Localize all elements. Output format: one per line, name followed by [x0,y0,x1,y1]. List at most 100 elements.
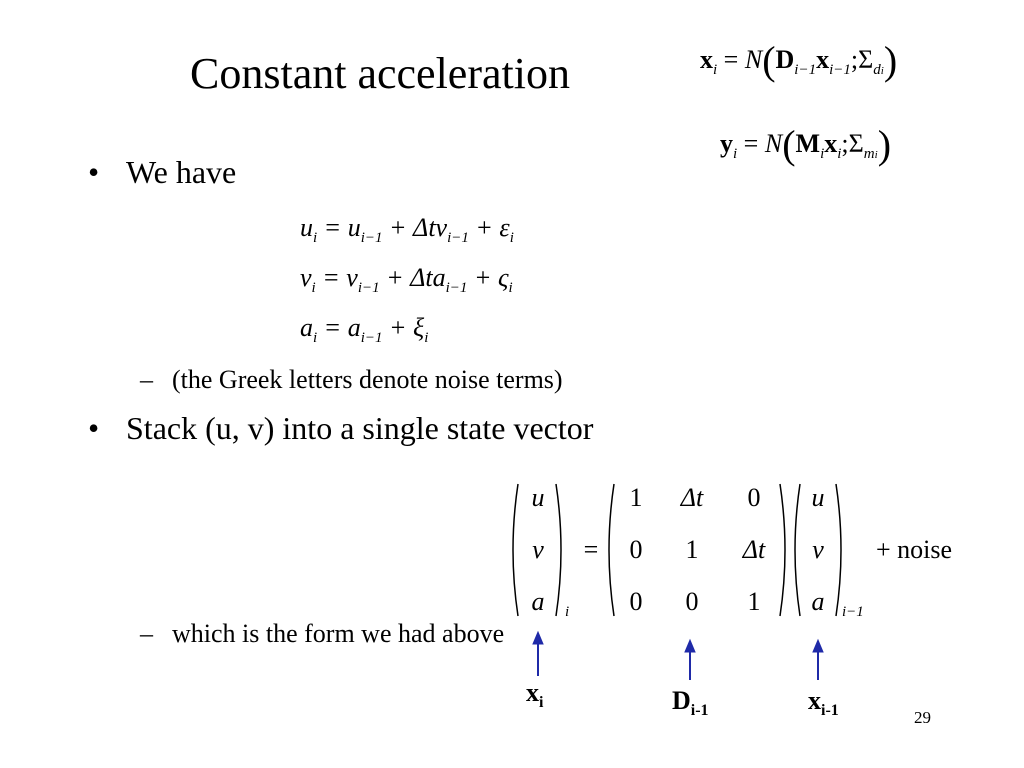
motion-noise-sub: i [509,230,514,246]
motion-lhs-sub: i [311,280,316,296]
motion-lhs-sub: i [313,230,318,246]
motion-rhs: = v [322,263,358,292]
eq-d: d [873,62,881,78]
label-D-sub: i-1 [690,702,709,719]
eq-D-sub: i−1 [794,62,817,78]
bullet-dot: • [88,410,100,446]
bullet-we-have: • We have [88,152,236,192]
eq-x-prev: x [816,45,830,74]
eq-m: m [863,146,875,162]
D-cell-2-1: 0 [685,587,699,616]
subitem-text: (the Greek letters denote noise terms) [172,365,563,394]
eq-x: x [700,45,713,74]
motion-noise: + ς [473,263,509,292]
motion-rest: + Δta [386,263,446,292]
bullet-text: We have [126,154,237,190]
eq-sigma-2: Σ [848,129,864,158]
arrowhead-xi-icon [532,630,544,645]
measurement-eq: yi = N(Mixi;Σmi) [720,125,891,171]
rhs-left-paren [794,483,801,617]
motion-rhs-sub: i−1 [357,280,380,296]
eq-equals-2: = [743,129,759,158]
eq-x-sub: i [713,62,718,78]
plus-noise: + noise [876,535,953,564]
motion-eq-a: ai = ai−1 + ξi [300,312,428,354]
D-cell-2-2: 1 [747,587,761,616]
motion-rhs: = u [323,213,361,242]
left-paren-2: ( [782,122,796,167]
page-number: 29 [914,708,931,727]
eq-N-2: N [764,129,783,158]
label-xi: xi [526,678,543,712]
D-cell-1-2: Δt [742,535,766,564]
dash-marker: – [140,619,153,648]
slide-title: Constant acceleration [190,49,570,98]
right-paren: ) [883,38,898,83]
annotation-arrows [532,630,824,680]
dash-marker: – [140,365,153,394]
lhs-a: a [531,587,545,616]
motion-noise-sub: i [508,280,513,296]
eq-x-3: x [824,129,838,158]
eq-sigma: Σ [858,45,874,74]
label-xim1-sub: i-1 [821,702,839,719]
D-cell-0-2: 0 [747,483,761,512]
label-xim1: xi-1 [808,686,839,720]
motion-eq-u: ui = ui−1 + Δtvi−1 + εi [300,212,514,254]
eq-d-sub: i [880,65,884,77]
subitem-greek-letters: –(the Greek letters denote noise terms) [140,364,563,396]
matrix-left-paren [608,483,615,617]
rhs-v: v [812,535,824,564]
eq-x-3-sub: i [837,146,842,162]
eq-semicolon: ; [850,45,859,74]
bullet-text: Stack (u, v) into a single state vector [126,410,594,446]
rhs-sub: i−1 [842,604,864,620]
eq-y: y [720,129,733,158]
state-transition-eq: xi = N(Di−1xi−1;Σdi) [700,41,897,87]
motion-lhs-sub: i [313,330,318,346]
right-paren-2: ) [877,122,892,167]
D-cell-1-1: 1 [685,535,699,564]
motion-rest: + Δtv [389,213,448,242]
label-D: Di-1 [672,686,709,720]
eq-M-sub: i [820,146,825,162]
lhs-left-paren [512,483,519,617]
left-paren: ( [762,38,776,83]
eq-y-sub: i [733,146,738,162]
matrix-equals: = [583,535,599,564]
motion-rest-sub: i−1 [447,230,469,246]
motion-rhs-sub: i−1 [360,330,383,346]
arrowhead-xim1-icon [812,638,824,653]
subitem-text: which is the form we had above [172,619,505,648]
eq-N: N [744,45,763,74]
motion-eq-v: vi = vi−1 + Δtai−1 + ςi [300,262,513,304]
lhs-sub: i [565,604,570,620]
bullet-stack: • Stack (u, v) into a single state vector [88,408,593,448]
bullet-dot: • [88,154,100,190]
subitem-form-above: –which is the form we had above [140,618,504,650]
rhs-right-paren [835,483,842,617]
eq-M: M [795,129,821,158]
matrix-right-paren [779,483,786,617]
eq-m-sub: i [874,149,878,161]
arrowhead-D-icon [684,638,696,653]
rhs-u: u [811,483,825,512]
eq-equals: = [723,45,739,74]
lhs-right-paren [555,483,562,617]
D-cell-1-0: 0 [629,535,643,564]
lhs-v: v [532,535,544,564]
motion-noise-sub: i [424,330,429,346]
D-cell-0-1: Δt [680,483,704,512]
rhs-a: a [811,587,825,616]
motion-rhs-sub: i−1 [360,230,383,246]
label-D-text: D [672,686,691,715]
eq-semicolon-2: ; [841,129,849,158]
label-xim1-text: x [808,686,821,715]
D-cell-2-0: 0 [629,587,643,616]
motion-rest-sub: i−1 [445,280,468,296]
motion-lhs: v [300,263,312,292]
eq-D: D [775,45,795,74]
label-xi-sub: i [539,694,544,711]
lhs-u: u [531,483,545,512]
